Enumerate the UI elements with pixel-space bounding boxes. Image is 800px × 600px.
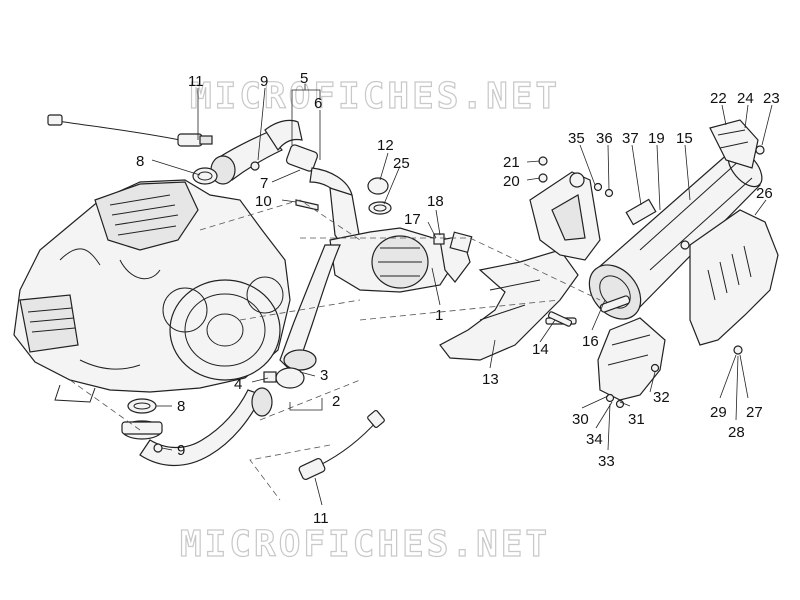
callout-29: 29 bbox=[710, 404, 727, 421]
callout-31: 31 bbox=[628, 411, 645, 428]
catalytic-converter bbox=[329, 227, 473, 293]
assembly-guide-lines bbox=[69, 199, 601, 501]
callout-8-upper: 8 bbox=[136, 153, 144, 170]
callout-labels: 11 9 5 6 8 7 10 12 25 18 17 1 21 20 35 3… bbox=[136, 70, 780, 527]
callout-9-upper: 9 bbox=[260, 73, 268, 90]
lambda-sensor-lower bbox=[298, 409, 385, 481]
lower-heat-shield-bracket bbox=[597, 317, 666, 409]
callout-2: 2 bbox=[332, 393, 340, 410]
callout-34: 34 bbox=[586, 431, 603, 448]
callout-4: 4 bbox=[234, 376, 242, 393]
gaskets-and-fasteners bbox=[127, 161, 445, 453]
callout-3: 3 bbox=[320, 367, 328, 384]
callout-26: 26 bbox=[756, 185, 773, 202]
callout-25: 25 bbox=[393, 155, 410, 172]
heat-shield bbox=[689, 209, 779, 355]
callout-1: 1 bbox=[435, 307, 443, 324]
watermark-top: MICROFICHES.NET bbox=[190, 76, 560, 117]
bolt-14 bbox=[547, 311, 573, 327]
upper-exhaust-pipe bbox=[210, 119, 361, 251]
callout-11-lower: 11 bbox=[313, 510, 329, 527]
callout-6: 6 bbox=[314, 95, 322, 112]
callout-28: 28 bbox=[728, 424, 745, 441]
callout-23: 23 bbox=[763, 90, 780, 107]
front-exhaust-pipe bbox=[121, 244, 341, 467]
callout-30: 30 bbox=[572, 411, 589, 428]
callout-15: 15 bbox=[676, 130, 693, 147]
callout-37: 37 bbox=[622, 130, 639, 147]
callout-16: 16 bbox=[582, 333, 599, 350]
muffler-end-cap bbox=[709, 119, 765, 169]
callout-21: 21 bbox=[503, 154, 520, 171]
callout-5: 5 bbox=[300, 70, 308, 87]
callout-19: 19 bbox=[648, 130, 665, 147]
callout-22: 22 bbox=[710, 90, 727, 107]
callout-20: 20 bbox=[503, 173, 520, 190]
callout-32: 32 bbox=[653, 389, 670, 406]
callout-leader-lines bbox=[151, 84, 773, 506]
lambda-sensor-upper bbox=[47, 114, 213, 147]
callout-36: 36 bbox=[596, 130, 613, 147]
callout-10: 10 bbox=[255, 193, 272, 210]
callout-33: 33 bbox=[598, 453, 615, 470]
callout-12: 12 bbox=[377, 137, 394, 154]
callout-18: 18 bbox=[427, 193, 444, 210]
callout-11-upper: 11 bbox=[188, 73, 204, 90]
callout-9-lower: 9 bbox=[177, 442, 185, 459]
callout-14: 14 bbox=[532, 341, 549, 358]
callout-13: 13 bbox=[482, 371, 499, 388]
callout-8-lower: 8 bbox=[177, 398, 185, 415]
callout-17: 17 bbox=[404, 211, 421, 228]
callout-27: 27 bbox=[746, 404, 763, 421]
muffler-fasteners bbox=[538, 156, 690, 250]
watermark-bottom: MICROFICHES.NET bbox=[180, 524, 550, 565]
engine-block bbox=[13, 179, 291, 403]
callout-7: 7 bbox=[260, 175, 268, 192]
callout-24: 24 bbox=[737, 90, 754, 107]
muffler-bracket bbox=[439, 171, 601, 361]
callout-35: 35 bbox=[568, 130, 585, 147]
